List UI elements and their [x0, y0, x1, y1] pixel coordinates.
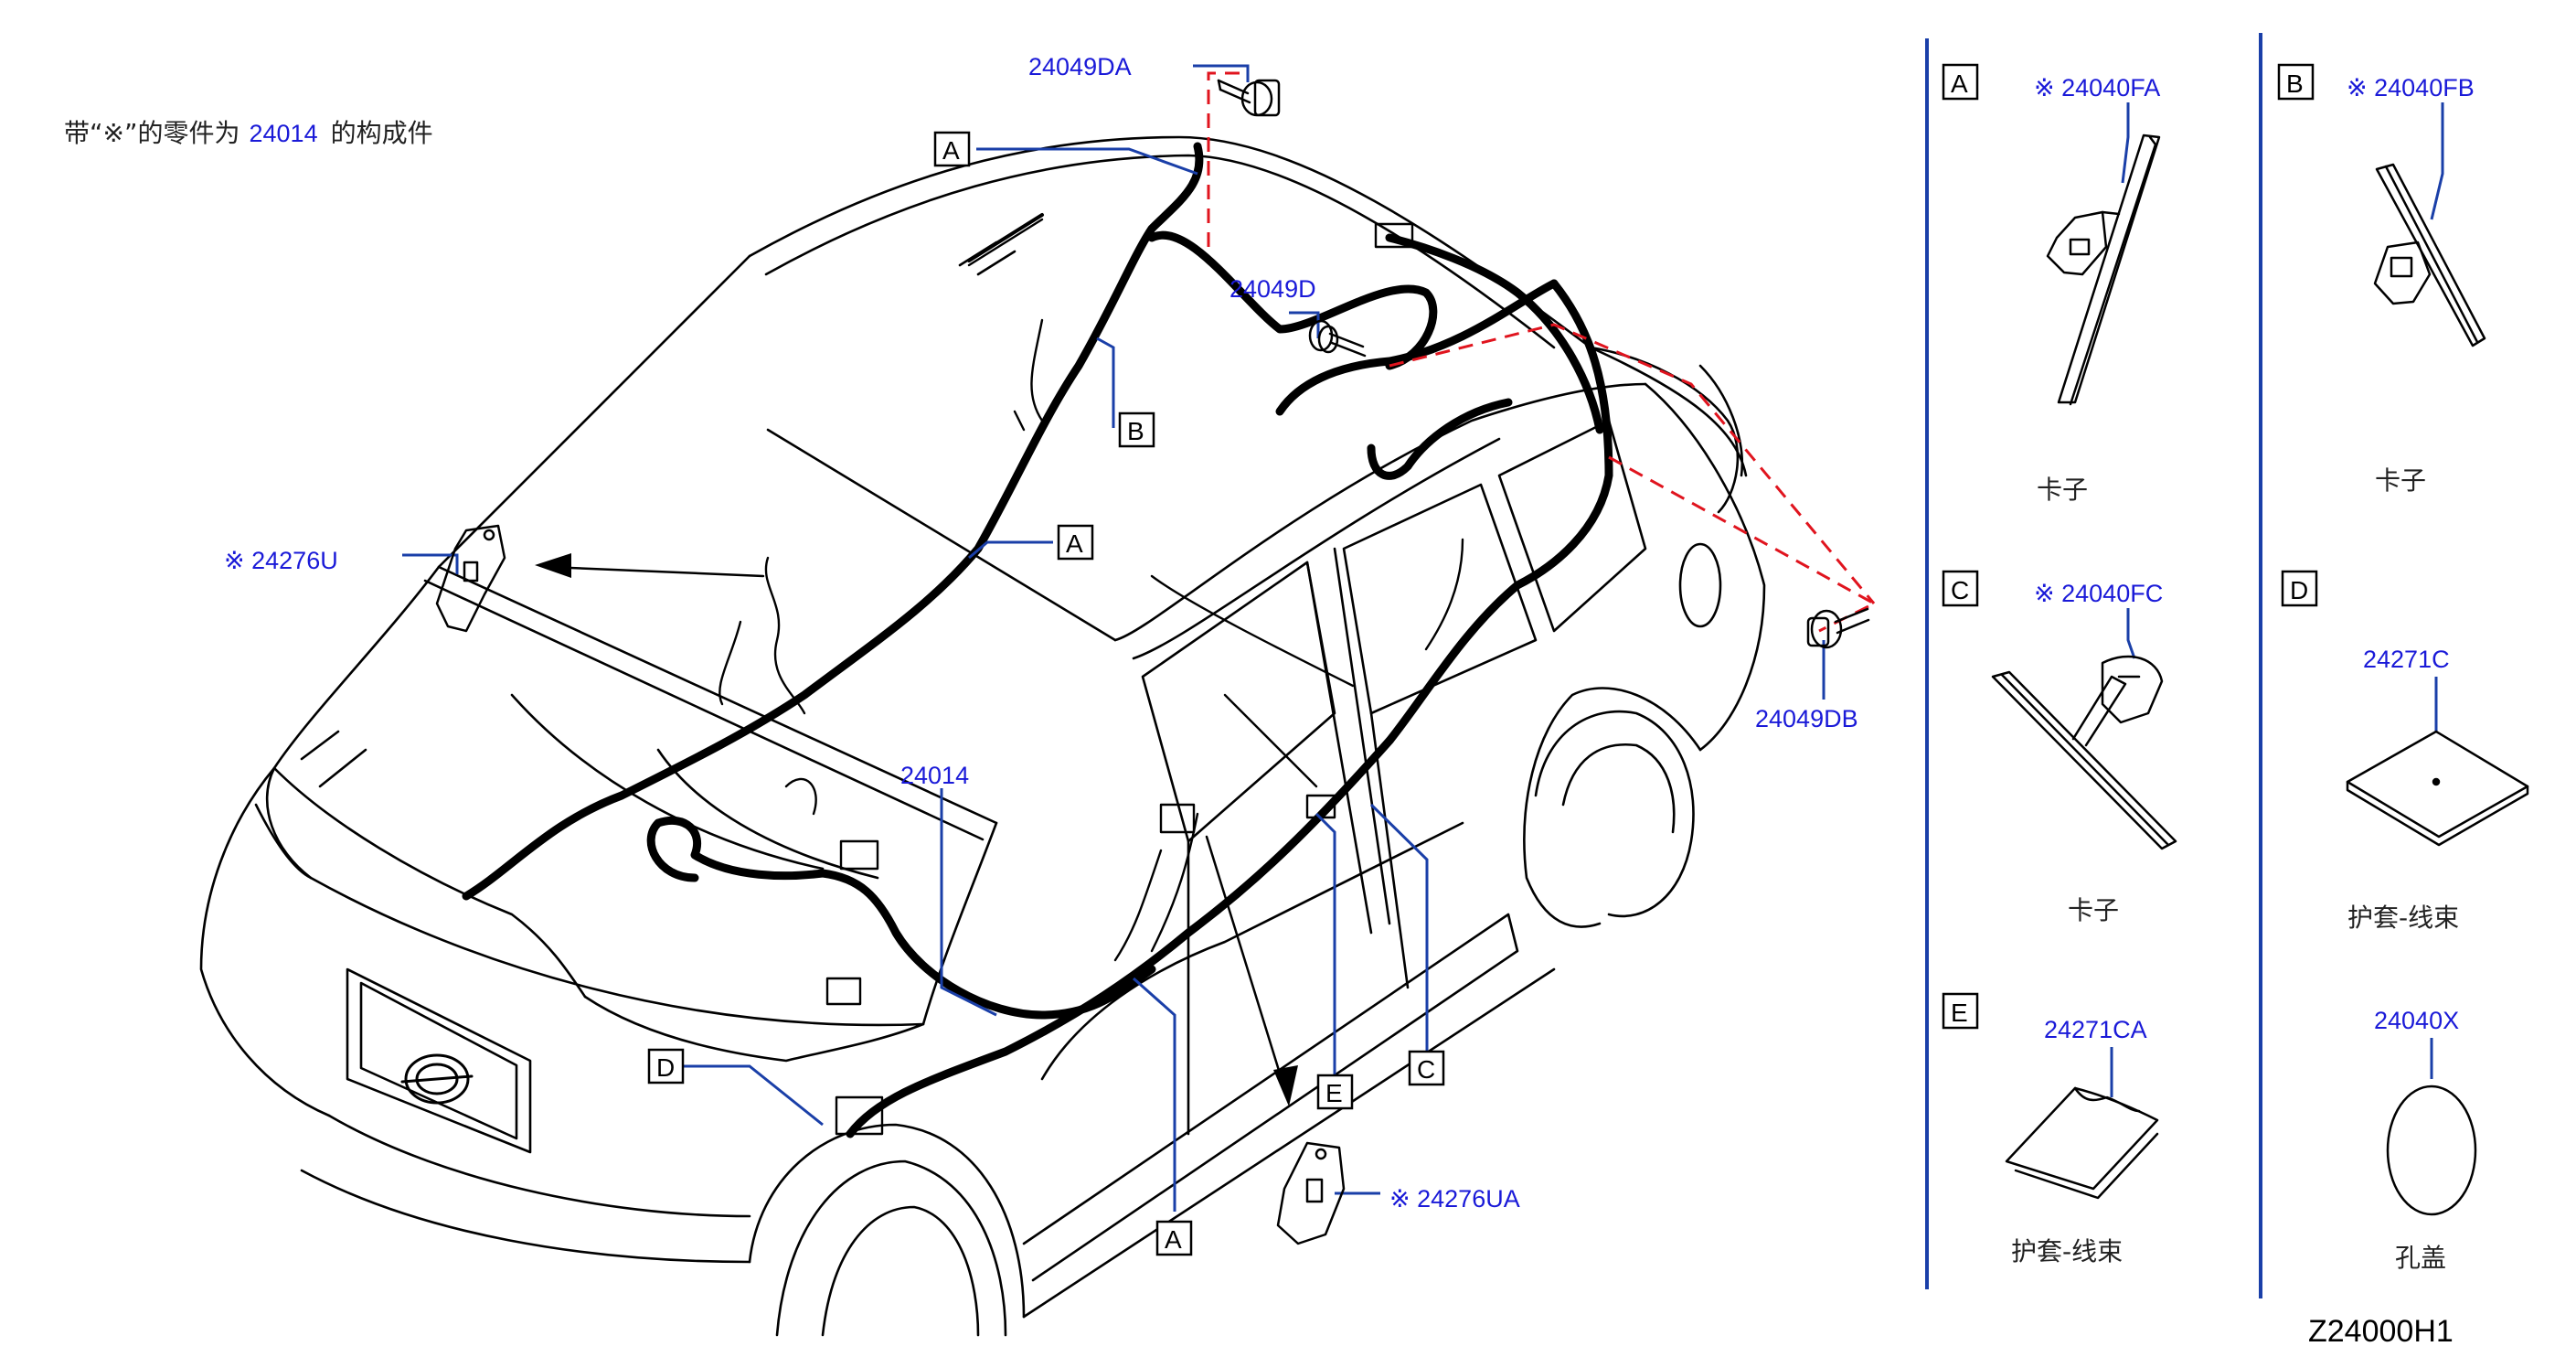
- nissan-emblem: [400, 1053, 474, 1105]
- svg-text:D: D: [656, 1053, 675, 1082]
- svg-text:C: C: [1951, 576, 1969, 604]
- legend-e-part-number: 24271CA: [2044, 1016, 2147, 1043]
- legend-x-part-number: 24040X: [2374, 1007, 2459, 1034]
- svg-text:E: E: [1951, 999, 1968, 1027]
- legend-c-name: 卡子: [2068, 895, 2119, 925]
- bolt-24049DB-icon: [1806, 607, 1870, 649]
- grommet-24271CA-icon: [2005, 1086, 2159, 1200]
- legend-item-hole-cover: 24040X 孔盖: [2374, 1007, 2477, 1273]
- box-label-b: B: [1118, 411, 1155, 448]
- svg-text:A: A: [942, 136, 960, 165]
- callout-leaders: [402, 64, 1826, 1212]
- box-label-c: C: [1408, 1050, 1445, 1086]
- legend-d-name: 护套-线束: [2347, 903, 2459, 933]
- grommet-24271C-icon: [2346, 730, 2529, 847]
- diagram-code: Z24000H1: [2308, 1314, 2454, 1349]
- note-part-number: 24014: [250, 120, 318, 147]
- box-label-a-mid: A: [1057, 524, 1094, 561]
- bolt-24049D-icon: [1308, 319, 1367, 358]
- clip-24040FC-icon: [1991, 655, 2177, 850]
- legend-d-part-number: 24271C: [2363, 646, 2450, 673]
- callout-24014: 24014: [900, 762, 969, 789]
- clip-24040FA-icon: [2046, 134, 2161, 406]
- callout-24049DA: 24049DA: [1028, 53, 1132, 80]
- legend-item-b: B ※ 24040FB 卡子: [2277, 63, 2486, 496]
- wiring-harness: [462, 142, 1613, 1138]
- svg-text:E: E: [1325, 1079, 1343, 1107]
- legend-item-c: C ※ 24040FC 卡子: [1942, 570, 2177, 925]
- legend-c-part-number: ※ 24040FC: [2034, 580, 2163, 607]
- callout-24276U: ※ 24276U: [224, 547, 338, 574]
- svg-text:A: A: [1066, 529, 1083, 558]
- box-label-e: E: [1316, 1074, 1354, 1110]
- box-label-d: D: [647, 1048, 685, 1085]
- install-guide-dashed: [1207, 71, 1878, 633]
- legend-e-name: 护套-线束: [2011, 1236, 2123, 1266]
- legend-item-e: E 24271CA 护套-线束: [1942, 992, 2159, 1266]
- callout-24049DB: 24049DB: [1755, 705, 1858, 732]
- svg-text:B: B: [1127, 417, 1144, 445]
- svg-text:C: C: [1417, 1055, 1435, 1084]
- legend-b-name: 卡子: [2375, 465, 2426, 496]
- bolt-24049DA-icon: [1217, 79, 1281, 117]
- box-label-a-bottom: A: [1155, 1220, 1193, 1256]
- svg-text:D: D: [2290, 576, 2308, 604]
- car-body-outline: [199, 135, 1766, 1337]
- hole-cover-24040X-icon: [2386, 1085, 2477, 1216]
- clip-24276UA-icon: [1276, 1141, 1346, 1245]
- legend-item-a: A ※ 24040FA 卡子: [1942, 63, 2161, 505]
- callout-24276UA: ※ 24276UA: [1389, 1185, 1520, 1213]
- clip-24276U-icon: [435, 524, 506, 633]
- clip-24040FB-icon: [2373, 163, 2486, 347]
- legend-b-part-number: ※ 24040FB: [2347, 74, 2475, 102]
- box-label-a-top: A: [933, 131, 971, 167]
- legend-a-name: 卡子: [2037, 475, 2088, 505]
- svg-text:A: A: [1165, 1225, 1182, 1254]
- svg-text:B: B: [2286, 69, 2304, 98]
- svg-text:A: A: [1951, 69, 1968, 98]
- legend-a-part-number: ※ 24040FA: [2034, 74, 2160, 102]
- callout-24049D: 24049D: [1229, 275, 1316, 303]
- legend-x-name: 孔盖: [2395, 1243, 2446, 1273]
- pointer-arrows: [535, 553, 1298, 1106]
- legend-item-d: D 24271C 护套-线束: [2281, 570, 2529, 933]
